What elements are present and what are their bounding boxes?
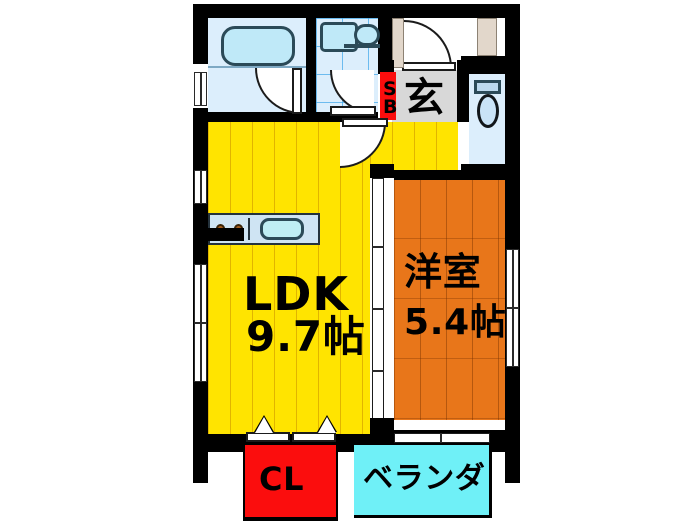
veranda-sliding-door — [394, 433, 490, 443]
closet-door-right — [292, 432, 336, 442]
veranda-rail-right — [489, 445, 492, 517]
veranda-floor — [354, 445, 489, 517]
veranda-label: ベランダ — [363, 461, 486, 496]
bathroom-window-line — [200, 72, 202, 106]
toilet-tank — [474, 80, 501, 94]
wall-bath-wash-divider — [306, 18, 316, 114]
toilet-bowl — [477, 94, 499, 128]
wall-toilet-top — [461, 56, 520, 74]
wall-right-upper — [505, 4, 520, 180]
wall-top-left-block — [193, 4, 461, 18]
ldk-label-area: 9.7帖 — [246, 312, 366, 361]
genkan-label: 玄 — [404, 75, 445, 121]
entrance-door-leaf — [402, 62, 456, 71]
bathroom-door-leaf — [292, 68, 302, 114]
kitchen-partition — [208, 228, 244, 241]
ldk-label-name: LDK — [243, 267, 349, 321]
ldk-floor — [208, 122, 370, 434]
room-window-mullion — [506, 307, 519, 309]
closet-door-left — [246, 432, 290, 442]
wall-ldk-room-bottom — [370, 418, 394, 434]
washbasin — [354, 24, 380, 46]
room-label-area: 5.4帖 — [404, 302, 507, 343]
bathtub — [221, 26, 295, 66]
closet-fill — [245, 445, 336, 517]
closet-label: CL — [259, 460, 305, 498]
sliding-door-joint-3 — [372, 370, 384, 372]
ldk-window-upper-line — [200, 170, 202, 204]
shoe-box-label-s: S — [383, 78, 398, 100]
shoe-box — [380, 72, 396, 120]
entrance-door-face — [392, 18, 404, 68]
sliding-door-ldk-room — [372, 178, 384, 420]
sliding-door-joint-2 — [372, 308, 384, 310]
veranda-door-joint — [440, 433, 442, 443]
wall-left-upper — [193, 4, 208, 64]
ldk-door-leaf — [342, 118, 388, 127]
sliding-door-joint-1 — [372, 246, 384, 248]
room-floor — [394, 178, 505, 420]
toilet-door-face — [477, 18, 497, 56]
veranda-rail-bottom — [354, 515, 492, 518]
wall-wet-bottom — [193, 108, 208, 120]
wall-genkan-right — [457, 60, 469, 122]
bathroom-step-line — [208, 66, 306, 68]
shoe-box-label-b: B — [383, 96, 398, 118]
ldk-hall-strip — [392, 122, 458, 170]
wall-wet-bottom2 — [208, 112, 378, 122]
wall-ldk-room-top — [370, 164, 394, 178]
wall-genkan-bottom — [378, 60, 394, 72]
wall-room-top — [394, 170, 505, 180]
genkan-floor — [392, 70, 460, 122]
closet-arrow-left — [255, 417, 273, 433]
kitchen-sink — [260, 218, 304, 240]
vanity-counter — [344, 44, 380, 48]
ldk-window-lower-mullion — [194, 322, 207, 324]
washroom-door-leaf — [330, 106, 376, 116]
room-label-name: 洋室 — [404, 250, 482, 294]
closet-arrow-right — [318, 417, 336, 433]
